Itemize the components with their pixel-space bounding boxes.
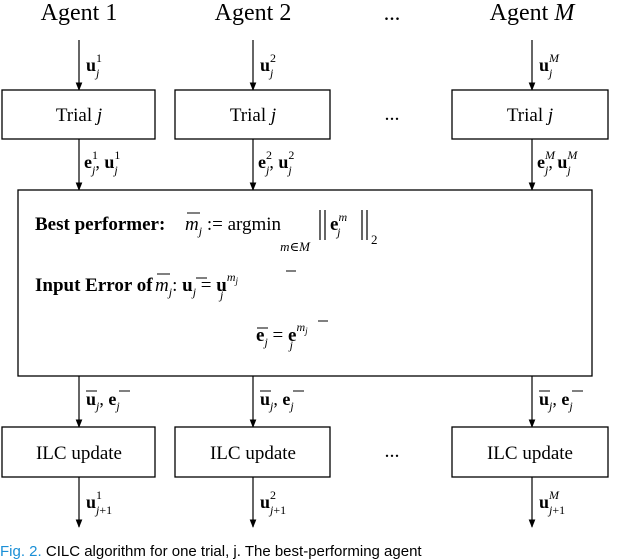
best-performer-label: Best performer: [35, 214, 165, 235]
ilc-box-2 [174, 426, 331, 478]
trial-label-m: Trial j [507, 105, 553, 126]
trial-box-1 [1, 89, 156, 140]
ilc-box-1 [1, 426, 156, 478]
figure-label: Fig. 2. [0, 543, 42, 560]
header-ellipsis: ... [384, 0, 401, 25]
argmin-subscript: m∈M [280, 239, 311, 254]
norm-subscript: 2 [371, 232, 378, 247]
best-out-label-2: uj, ej [260, 389, 294, 413]
norm-bars-right [361, 210, 368, 240]
ilc-boxes [1, 426, 609, 478]
trial-ellipsis: ... [385, 103, 400, 125]
best-performer-box [17, 189, 593, 377]
input-error-label: Input Error of [35, 275, 153, 296]
ilc-ellipsis: ... [385, 440, 400, 462]
ilc-label-1: ILC update [36, 443, 122, 464]
input-arrows [75, 40, 536, 91]
ilc-label-m: ILC update [487, 443, 573, 464]
best-output-arrows [75, 376, 536, 428]
best-out-label-m: uj, ej [539, 389, 573, 413]
trial-output-arrows [75, 139, 536, 191]
trial-box-2 [174, 89, 331, 140]
ilc-label-2: ILC update [210, 443, 296, 464]
trial-box-m [451, 89, 609, 140]
best-out-label-1: uj, ej [86, 389, 120, 413]
ilc-output-arrows [75, 477, 536, 528]
agent-m-header: Agent M [490, 0, 577, 26]
figure-caption: Fig. 2. CILC algorithm for one trial, j.… [0, 543, 640, 560]
agent-1-header: Agent 1 [41, 0, 118, 26]
ilc-box-m [451, 426, 609, 478]
caption-text: CILC algorithm for one trial, j. The bes… [45, 543, 422, 560]
trial-boxes [1, 89, 609, 140]
best-performer-formula: mj := argmin [185, 214, 282, 238]
norm-bars-left [319, 210, 326, 240]
trial-label-2: Trial j [230, 105, 276, 126]
best-output-labels: uj, ej uj, ej uj, ej [86, 389, 573, 413]
agent-2-header: Agent 2 [215, 0, 292, 26]
trial-label-1: Trial j [56, 105, 102, 126]
